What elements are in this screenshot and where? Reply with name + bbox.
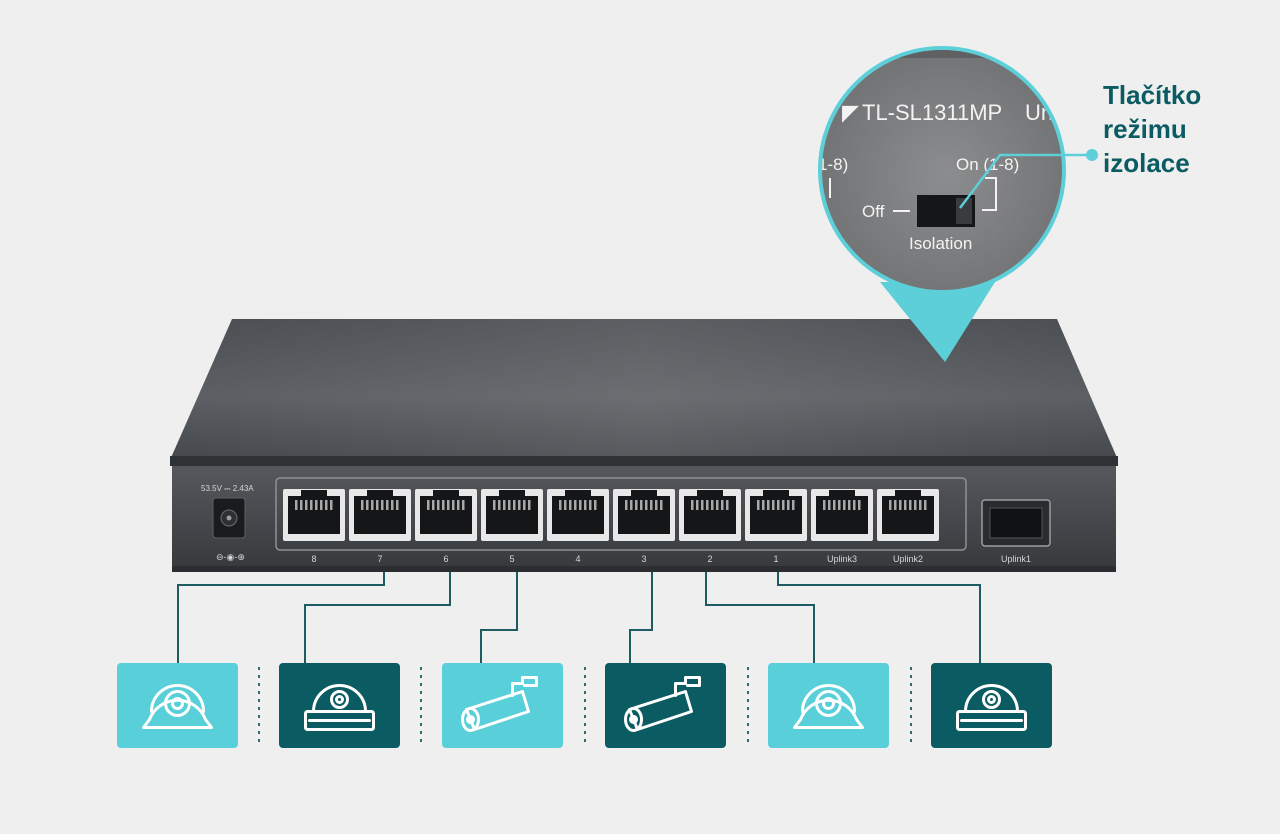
camera-tile: [768, 663, 889, 748]
tile-separators: [258, 667, 912, 745]
port-label: 6: [443, 554, 448, 564]
port-label: 5: [509, 554, 514, 564]
camera-tile: [442, 663, 563, 748]
rj45-port[interactable]: [415, 489, 477, 541]
zoom-off-label: Off: [862, 202, 885, 221]
camera-tiles: [117, 663, 1052, 748]
camera-tile: [117, 663, 238, 748]
ceiling-dome-camera-icon: [956, 684, 1027, 731]
zoom-isolation-label: Isolation: [909, 234, 972, 253]
rj45-port[interactable]: [613, 489, 675, 541]
zoom-model-label: TL-SL1311MP: [862, 100, 1002, 125]
rj45-port[interactable]: [811, 489, 873, 541]
rj45-port[interactable]: [349, 489, 411, 541]
callout-line-1: Tlačítko: [1103, 80, 1202, 110]
callout-line-2: režimu: [1103, 114, 1187, 144]
port-label: 8: [311, 554, 316, 564]
dome-camera-icon: [793, 684, 864, 729]
rj45-port[interactable]: [283, 489, 345, 541]
zoom-callout: ◤ TL-SL1311MP Un 1-8) On (1-8) Off Isola…: [818, 46, 1098, 362]
port-label: Uplink3: [827, 554, 857, 564]
rj45-port[interactable]: [877, 489, 939, 541]
rj45-port[interactable]: [481, 489, 543, 541]
rj45-port[interactable]: [547, 489, 609, 541]
dome-camera-icon: [142, 684, 213, 729]
rj45-ports: [283, 489, 939, 541]
port-labels: 8 7 6 5 4 3 2 1 Uplink3 Uplink2: [311, 554, 923, 564]
zoom-left-range: 1-8): [818, 155, 848, 174]
port-label: 2: [707, 554, 712, 564]
polarity-symbol: ⊖-◉-⊕: [216, 552, 245, 562]
power-rating-label: 53.5V ⎓ 2.43A: [201, 484, 254, 493]
rj45-port[interactable]: [745, 489, 807, 541]
port-label: 7: [377, 554, 382, 564]
camera-tile: [931, 663, 1052, 748]
camera-tile: [605, 663, 726, 748]
port-label: Uplink2: [893, 554, 923, 564]
port-label: 1: [773, 554, 778, 564]
port-label: 3: [641, 554, 646, 564]
bullet-camera-icon: [624, 676, 701, 732]
bullet-camera-icon: [461, 676, 538, 732]
rj45-port[interactable]: [679, 489, 741, 541]
isolation-mode-callout: Tlačítko režimu izolace: [1103, 78, 1201, 180]
callout-line-3: izolace: [1103, 148, 1190, 178]
network-switch: 53.5V ⎓ 2.43A ⊖-◉-⊕ 8 7 6 5 4 3 2 1 Uplink3 Uplin…: [170, 319, 1118, 572]
camera-tile: [279, 663, 400, 748]
port-label: 4: [575, 554, 580, 564]
port-label-uplink1: Uplink1: [1001, 554, 1031, 564]
zoom-on-range: On (1-8): [956, 155, 1019, 174]
ceiling-dome-camera-icon: [304, 684, 375, 731]
svg-text:◤: ◤: [842, 100, 859, 125]
